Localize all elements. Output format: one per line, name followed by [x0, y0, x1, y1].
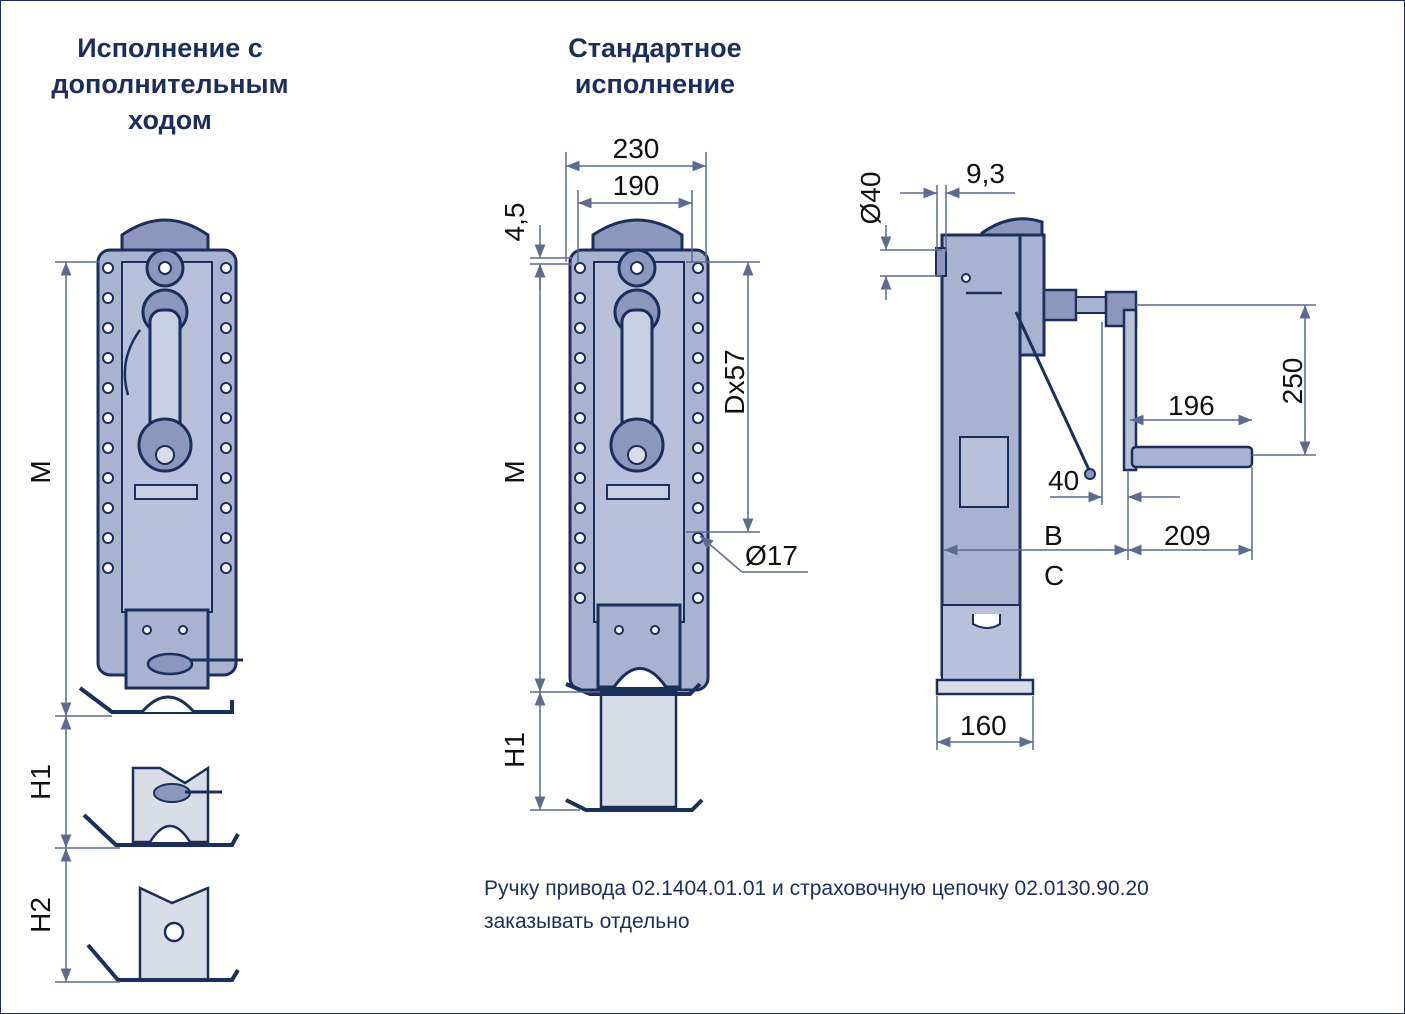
extended-jack-drawing [78, 218, 243, 714]
order-note: Ручку привода 02.1404.01.01 и страховочн… [484, 877, 1149, 933]
dim-d40: Ø40 [855, 172, 886, 225]
dim-196: 196 [1168, 390, 1215, 421]
dim-b: B [1044, 520, 1063, 551]
dim-9-3: 9,3 [966, 158, 1005, 189]
dim-h1-middle: H1 [499, 732, 530, 768]
dim-dx57: Dx57 [719, 349, 750, 414]
dim-m-middle: M [499, 460, 530, 483]
side-view-jack-drawing [935, 217, 1254, 696]
extended-h1-section [82, 765, 240, 847]
dim-209: 209 [1164, 520, 1211, 551]
dim-c: C [1044, 560, 1064, 591]
extended-h2-section [86, 886, 240, 982]
dim-h2-left: H2 [25, 897, 56, 933]
dim-230: 230 [613, 133, 660, 164]
dim-h1-left: H1 [25, 764, 56, 800]
dim-m-left: M [25, 460, 56, 483]
title-standard-version: Стандартное исполнение [568, 33, 742, 99]
dim-160: 160 [960, 710, 1007, 741]
title-extended-version: Исполнение с дополнительным ходом [51, 33, 289, 135]
dim-4-5: 4,5 [499, 203, 530, 242]
dim-250: 250 [1277, 358, 1308, 405]
dim-40: 40 [1048, 465, 1079, 496]
dim-190: 190 [613, 170, 660, 201]
standard-jack-drawing [565, 218, 710, 812]
dim-d17: Ø17 [745, 540, 798, 571]
